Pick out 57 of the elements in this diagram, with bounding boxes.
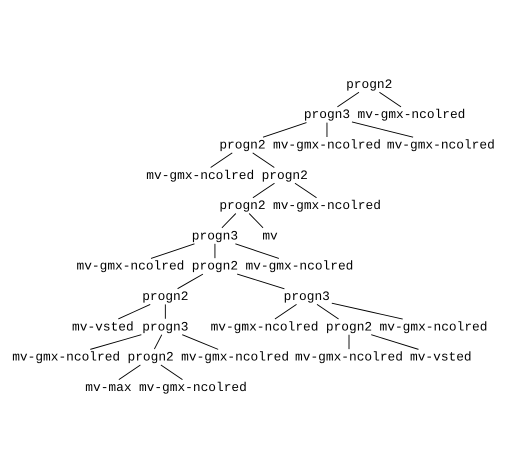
node-text: mv-gmx-ncolred: [380, 319, 488, 334]
node-text: mv-gmx-ncolred: [12, 350, 120, 365]
node-text: mv-gmx-ncolred: [273, 137, 381, 152]
connector: [154, 334, 162, 350]
node-text: progn2: [192, 258, 238, 274]
node-text: progn2: [128, 350, 174, 365]
connector: [214, 243, 216, 259]
connector: [252, 152, 275, 168]
connector: [160, 364, 183, 380]
connector: [210, 152, 233, 168]
connector: [326, 122, 328, 138]
node-text: progn3: [304, 107, 350, 122]
node-text: mv-gmx-ncolred: [210, 319, 318, 334]
connector: [331, 302, 404, 320]
node-text: mv-vsted: [72, 319, 134, 334]
node-text: progn3: [142, 319, 188, 334]
node-text: mv-max: [85, 380, 132, 395]
connector: [118, 304, 151, 320]
node-text: mv-vsted: [410, 350, 472, 365]
connector: [348, 334, 350, 350]
node-text: progn3: [192, 228, 238, 244]
node-text: progn2: [219, 198, 266, 214]
connector: [378, 92, 402, 108]
connector: [236, 274, 285, 290]
node-text: progn2: [326, 319, 372, 334]
node-text: mv-gmx-ncolred: [386, 137, 495, 152]
connector: [252, 182, 275, 198]
node-text: progn3: [284, 289, 330, 304]
connector: [248, 213, 264, 228]
node-text: mv-gmx-ncolred: [146, 168, 254, 183]
connector: [316, 304, 340, 320]
connector: [150, 243, 195, 259]
node-text: mv-gmx-ncolred: [245, 258, 354, 274]
connector: [352, 121, 414, 138]
connector: [294, 182, 317, 198]
connector: [370, 334, 419, 350]
connector: [164, 304, 166, 320]
connector: [118, 364, 141, 380]
node-text: progn2: [346, 76, 392, 92]
connector: [182, 334, 219, 350]
connector: [274, 304, 297, 320]
node-text: mv-gmx-ncolred: [273, 198, 381, 214]
node-text: mv-gmx-ncolred: [76, 258, 184, 274]
connector: [262, 122, 307, 138]
connector: [177, 274, 204, 290]
node-text: mv: [262, 228, 278, 244]
connector: [234, 243, 280, 259]
node-text: mv-gmx-ncolred: [181, 350, 290, 365]
node-text: mv-gmx-ncolred: [138, 380, 247, 395]
node-text: progn2: [142, 289, 188, 304]
node-text: mv-gmx-ncolred: [295, 350, 403, 365]
connector: [221, 213, 236, 228]
node-text: progn2: [219, 137, 266, 152]
node-text: mv-gmx-ncolred: [357, 107, 466, 122]
node-text: progn2: [262, 168, 308, 183]
connector: [90, 334, 142, 350]
connector: [336, 92, 360, 108]
